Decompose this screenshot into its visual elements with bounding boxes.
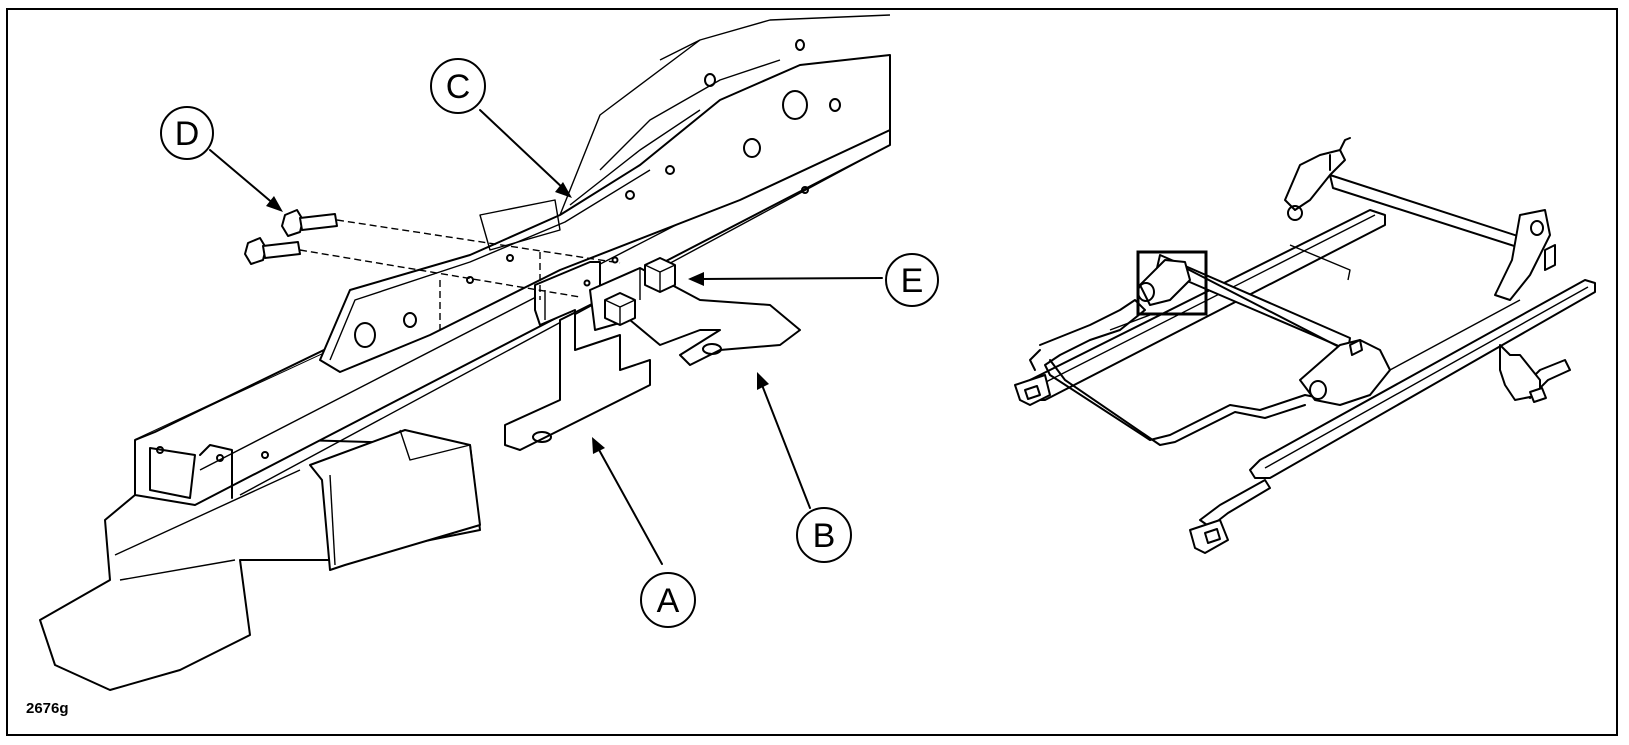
seat-frame-overview: [1014, 137, 1596, 554]
svg-text:E: E: [901, 262, 924, 300]
callout-c: C: [430, 58, 486, 114]
floor-rail-assembly: [39, 14, 891, 691]
svg-text:A: A: [657, 582, 680, 620]
detail-highlight-box: [1136, 250, 1208, 316]
callout-d: D: [160, 106, 214, 160]
figure-reference-number: 2676g: [26, 700, 69, 717]
callout-b: B: [796, 507, 852, 563]
callout-e: E: [885, 253, 939, 307]
callout-a: A: [640, 572, 696, 628]
svg-text:C: C: [446, 68, 471, 106]
svg-text:D: D: [175, 115, 200, 153]
svg-text:B: B: [813, 517, 836, 555]
